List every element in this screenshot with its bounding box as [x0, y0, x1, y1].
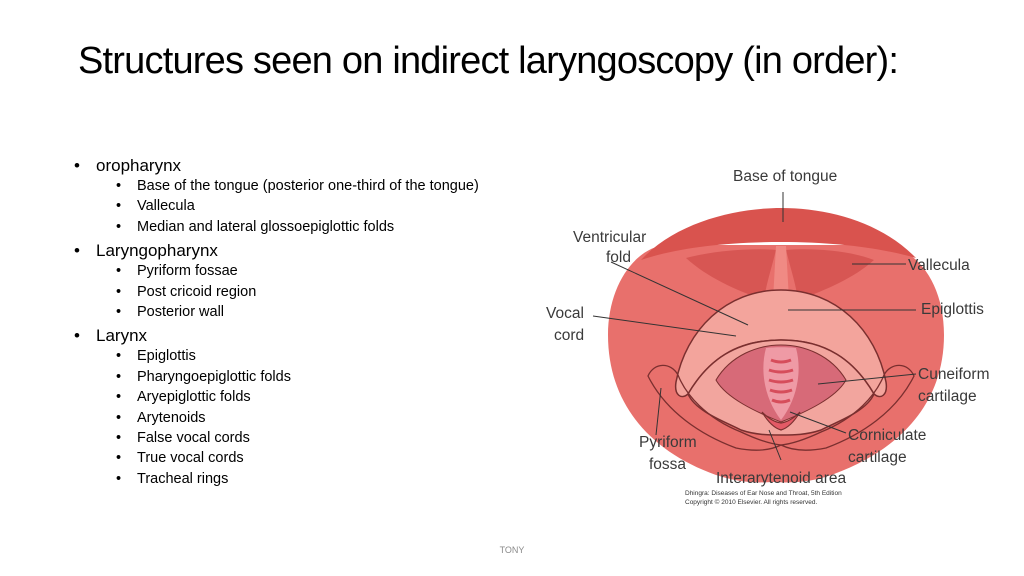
label-cuneiform-2: cartilage: [918, 388, 977, 405]
list-item: •True vocal cords: [116, 450, 244, 467]
larynx-diagram: Base of tongue Ventricular fold Vallecul…: [536, 150, 1006, 515]
pyriform-fossa-right: [778, 364, 915, 451]
label-vocal-cord-2: cord: [554, 327, 584, 344]
list-item: •Pharyngoepiglottic folds: [116, 368, 291, 385]
median-fold: [773, 246, 789, 300]
list-item: •Epiglottis: [116, 348, 196, 365]
list-item: •False vocal cords: [116, 430, 250, 447]
label-pyriform-fossa-2: fossa: [649, 456, 686, 473]
list-item: •Base of the tongue (posterior one-third…: [116, 178, 479, 194]
tracheal-rings: [768, 358, 794, 404]
list-item: •Tracheal rings: [116, 470, 229, 487]
pyriform-fossa-left: [647, 364, 784, 451]
label-corniculate-2: cartilage: [848, 449, 907, 466]
figure-copyright: Copyright © 2010 Elsevier. All rights re…: [685, 498, 818, 506]
section-heading: •oropharynx: [74, 156, 182, 175]
section-heading: •Laryngopharynx: [74, 241, 218, 261]
vallecula-right: [786, 249, 874, 300]
label-epiglottis: Epiglottis: [921, 301, 984, 318]
label-interarytenoid: Interarytenoid area: [716, 470, 846, 487]
tongue-base: [641, 208, 916, 260]
bullet-list: •oropharynx •Base of the tongue (posteri…: [74, 152, 544, 489]
list-item: •Aryepiglottic folds: [116, 389, 251, 406]
label-vallecula: Vallecula: [908, 257, 970, 274]
vocal-cords: [763, 347, 799, 420]
label-pyriform-fossa: Pyriform: [639, 434, 697, 451]
list-item: •Vallecula: [116, 198, 195, 215]
list-item: •Pyriform fossae: [116, 263, 238, 280]
slide-title: Structures seen on indirect laryngoscopy…: [78, 40, 899, 82]
corniculate-bulge: [761, 411, 801, 431]
label-vocal-cord: Vocal: [546, 305, 584, 322]
vallecula-left: [686, 249, 776, 300]
label-ventricular-fold: Ventricular: [573, 229, 646, 246]
label-cuneiform: Cuneiform: [918, 366, 990, 383]
section-heading: •Larynx: [74, 326, 148, 346]
figure-credit: Dhingra: Diseases of Ear Nose and Throat…: [685, 490, 842, 497]
leader-lines: [592, 192, 917, 461]
list-item: •Post cricoid region: [116, 283, 257, 300]
list-item: •Median and lateral glossoepiglottic fol…: [116, 218, 395, 235]
slide-footer: TONY: [499, 545, 525, 555]
list-item: •Posterior wall: [116, 304, 225, 321]
label-ventricular-fold-2: fold: [606, 249, 631, 266]
list-item: •Arytenoids: [116, 409, 206, 426]
label-base-of-tongue: Base of tongue: [733, 168, 837, 185]
label-corniculate: Corniculate: [848, 427, 926, 444]
